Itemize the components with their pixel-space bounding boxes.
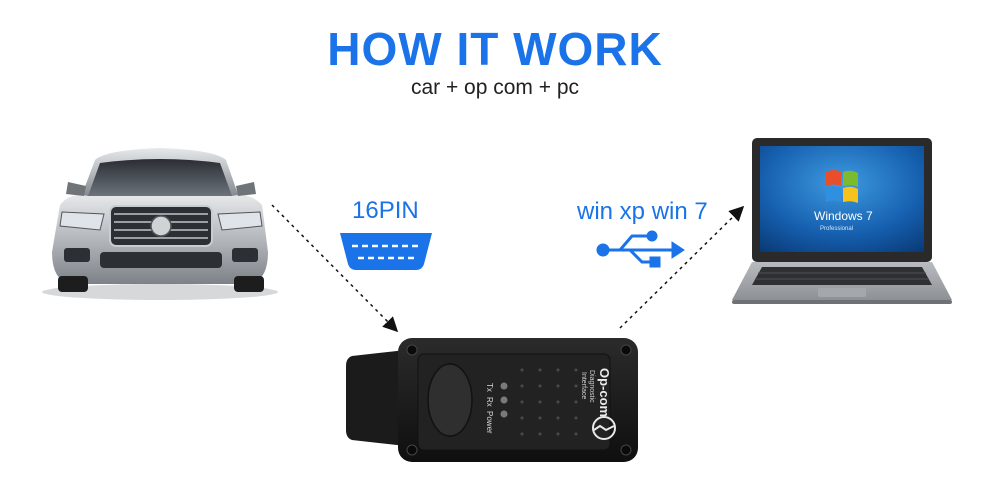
usb-icon bbox=[596, 230, 685, 268]
page-title: HOW IT WORK bbox=[327, 23, 663, 75]
device-description-line2: Interface bbox=[580, 372, 587, 399]
laptop-os-edition: Professional bbox=[820, 226, 853, 232]
car-to-device-arrow bbox=[271, 204, 399, 333]
laptop-screen bbox=[760, 146, 924, 252]
os-label: win xp win 7 bbox=[577, 198, 708, 225]
page-subtitle: car + op com + pc bbox=[410, 76, 580, 99]
windows-logo-icon bbox=[826, 170, 858, 203]
device-description-line1: Diagnostic bbox=[588, 370, 595, 403]
opel-logo-icon bbox=[592, 416, 616, 440]
device-brand: Op-com bbox=[597, 368, 612, 417]
obd-connector-icon bbox=[340, 233, 432, 270]
device-to-laptop-arrow bbox=[619, 205, 745, 329]
led-power-label: Power bbox=[485, 411, 494, 434]
laptop-os-name: Windows 7 bbox=[814, 209, 873, 223]
laptop-image: Windows 7 Professional bbox=[732, 138, 952, 304]
opcom-device-image: Tx Rx Power Op-com Diagnostic Interface bbox=[346, 338, 638, 462]
connector-label: 16PIN bbox=[352, 197, 419, 224]
led-tx-label: Tx bbox=[485, 383, 494, 392]
car-image bbox=[42, 148, 278, 300]
led-rx-label: Rx bbox=[485, 397, 494, 407]
